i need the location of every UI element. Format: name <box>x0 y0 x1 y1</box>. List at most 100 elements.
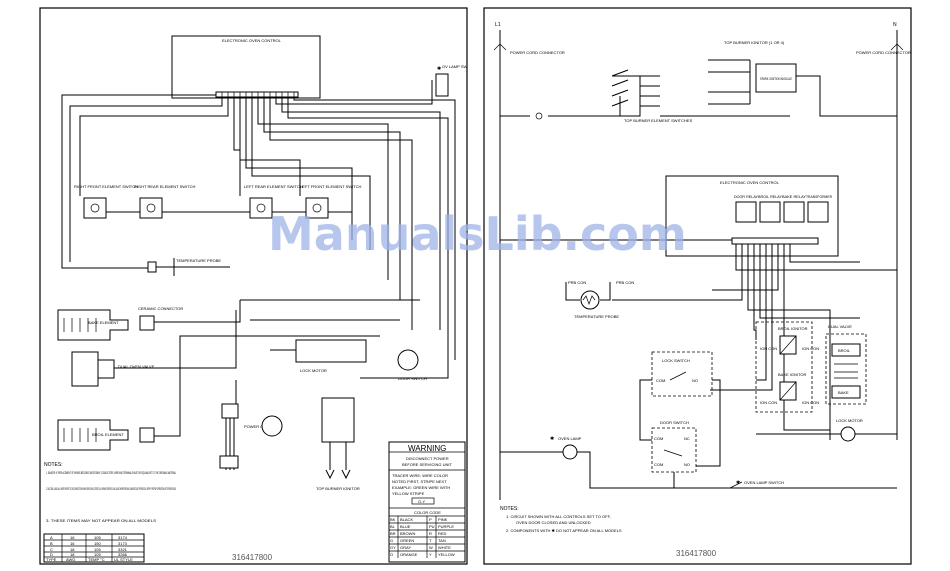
gauge-r2c2: 105 <box>94 547 101 552</box>
probe-con-left: PRB CON <box>568 280 586 285</box>
power-cord-label: POWER CORD <box>244 424 272 429</box>
bake-element-left: BAKE ELEMENT <box>57 309 129 341</box>
power-cord-right-label: POWER CORD CONNECTOR <box>856 50 911 55</box>
cc-r4-a: GY <box>390 545 396 550</box>
valve-bake-coil <box>831 385 861 399</box>
cc-r5-b: ORANGE <box>400 552 418 557</box>
ignitor-wires <box>660 59 897 117</box>
warning-line-2: BEFORE SERVICING UNIT <box>402 462 452 467</box>
ignitor-leads <box>325 442 351 480</box>
tracer-line-2: NOTED FIRST, STRIPE NEXT <box>392 479 447 484</box>
cc-r0-a: BK <box>390 517 396 522</box>
watermark: ManualsLib.com <box>268 207 687 261</box>
terminal-pins <box>221 92 295 97</box>
dual-valve-box <box>825 333 867 405</box>
cc-r0-d: PINK <box>438 517 448 522</box>
control-title: ELECTRONIC OVEN CONTROL <box>222 38 282 43</box>
tracer-example: G-Y <box>418 499 425 504</box>
temperature-probe <box>580 290 600 310</box>
oven-lamp-asterisk: ✱ <box>550 436 554 442</box>
spark-ignition-module <box>755 63 797 93</box>
cc-r4-c: W <box>429 545 433 550</box>
power-cord-plug <box>219 455 239 469</box>
spark-module-label: SPARK IGNITION MODULE <box>760 76 792 81</box>
lock-no: NO <box>692 378 698 383</box>
oven-lamp-switch-label: OVEN LAMP SWITCH <box>744 480 784 485</box>
cc-r2-c: R <box>429 531 432 536</box>
top-burner-ignitor-block <box>321 397 355 443</box>
warning-title: WARNING <box>408 444 446 453</box>
oven-lamp-label: OVEN LAMP <box>558 436 582 441</box>
oven-lamp-switch-asterisk: ✱ <box>736 480 740 486</box>
probe-con-right: PRB CON <box>616 280 634 285</box>
gauge-r3c2: 105 <box>94 552 101 557</box>
dual-oven-valve-label: DUAL OVEN VALVE <box>118 364 155 369</box>
cc-r5-a: O <box>390 552 393 557</box>
ignitor-box <box>755 321 813 413</box>
cc-r5-c: Y <box>429 552 432 557</box>
gauge-r0c0: A <box>50 535 53 540</box>
lock-motor <box>840 426 856 442</box>
right-note-3: 2. COMPONENTS WITH ✱ DO NOT APPEAR ON AL… <box>506 528 622 533</box>
cc-r3-a: G <box>390 538 393 543</box>
cc-r0-c: P <box>429 517 432 522</box>
lock-motor-label: LOCK MOTOR <box>300 368 327 373</box>
ign-con-1: IGN CON <box>760 346 777 351</box>
gauge-r2c3: 3321 <box>118 547 128 552</box>
probe-label: TEMPERATURE PROBE <box>574 314 619 319</box>
gauge-r4c1: AWG <box>66 557 75 562</box>
cc-r0-b: BLACK <box>400 517 413 522</box>
right-terminal-strip <box>731 237 819 245</box>
gauge-r1c0: B <box>50 541 53 546</box>
oven-lamp-asterisk: ✱ <box>437 66 441 72</box>
bake-ignitor-label: BAKE IGNITOR <box>778 372 806 377</box>
cc-r1-c: PU <box>429 524 435 529</box>
oven-lamp-switch <box>435 73 449 97</box>
top-burner-ignitor-label: TOP BURNER IGNITOR <box>316 486 360 491</box>
cc-r2-d: RED <box>438 531 447 536</box>
right-part-number: 316417800 <box>676 549 717 558</box>
n-label: N <box>893 22 897 28</box>
gauge-r0c3: 3174 <box>118 535 128 540</box>
electronic-oven-control <box>171 35 321 99</box>
tracer-line-1: TRACER WIRE: WIRE COLOR <box>392 473 448 478</box>
warning-line-1: DISCONNECT POWER <box>406 456 449 461</box>
gauge-r1c1: 16 <box>70 541 75 546</box>
left-notes-title: NOTES: <box>44 462 63 468</box>
left-note-2: 2. CAUTION: LABEL ALL WIRES PRIOR TO DIS… <box>46 486 176 491</box>
broil-element-label: BROIL ELEMENT <box>92 432 124 437</box>
right-sheet-border <box>483 7 912 565</box>
dual-valve-label: DUAL VALVE <box>828 324 852 329</box>
cc-r1-b: BLUE <box>400 524 411 529</box>
left-front-switch <box>305 197 329 219</box>
lock-motor-label: LOCK MOTOR <box>836 418 863 423</box>
gauge-r2c1: 18 <box>70 547 75 552</box>
gauge-r1c2: 150 <box>94 541 101 546</box>
left-note-3: 3. THESE ITEMS MAY NOT APPEAR ON ALL MOD… <box>46 518 156 523</box>
dual-oven-valve: DUAL OVEN VALVE <box>71 351 155 387</box>
surface-switch-wires <box>500 69 660 117</box>
lower-harness <box>114 299 420 437</box>
ceramic-connector-top-label: CERAMIC CONNECTOR <box>138 306 183 311</box>
right-rear-switch <box>139 197 163 219</box>
gauge-r4c2: TEMP °C <box>88 557 105 562</box>
right-front-switch <box>83 197 107 219</box>
lock-com: COM <box>656 378 665 383</box>
oven-light <box>261 415 283 437</box>
color-code-title: COLOR CODE <box>414 510 441 515</box>
cc-r3-c: T <box>429 538 432 543</box>
left-front-switch-label: LEFT FRONT ELEMENT SWITCH <box>300 184 361 189</box>
gauge-r3c3: 3266 <box>118 552 128 557</box>
right-control-wires <box>500 239 897 440</box>
valve-broil-coil <box>831 343 861 357</box>
cc-r5-d: YELLOW <box>438 552 455 557</box>
temperature-probe-label: TEMPERATURE PROBE <box>176 258 221 263</box>
cc-r2-a: BR <box>390 531 396 536</box>
ign-con-3: IGN CON <box>760 400 777 405</box>
gauge-r4c0: TYPE <box>46 557 57 562</box>
gauge-r3c0: D <box>50 552 53 557</box>
left-part-number: 316417800 <box>232 553 273 562</box>
tracer-line-4: YELLOW STRIPE <box>392 491 425 496</box>
gauge-r1c3: 3173 <box>118 541 128 546</box>
right-note-2: OVEN DOOR CLOSED AND UNLOCKED <box>516 520 591 525</box>
